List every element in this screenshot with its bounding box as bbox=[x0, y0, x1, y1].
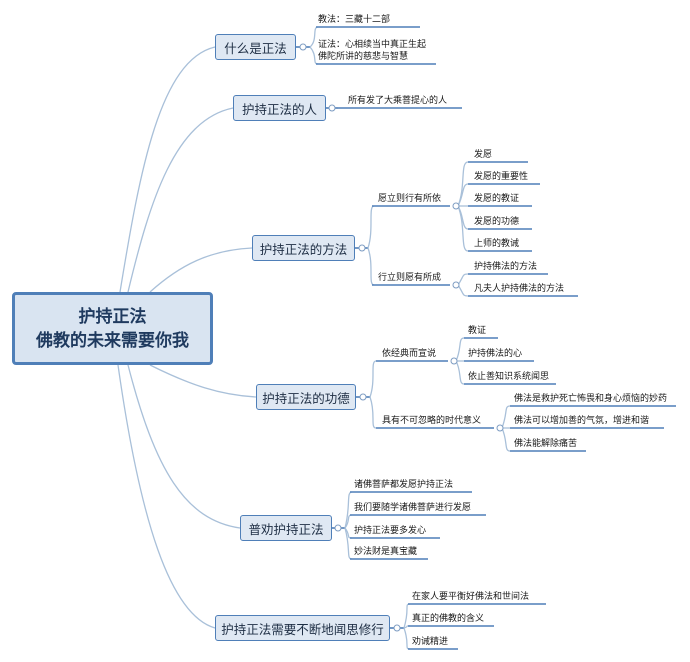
branch-continuous-practice[interactable]: 护持正法需要不断地闻思修行 bbox=[215, 615, 390, 641]
sub-topic[interactable]: 愿立则行有所依 bbox=[378, 194, 442, 204]
leaf-topic[interactable]: 佛法能解除痛苦 bbox=[514, 439, 578, 449]
branch-label: 护持正法需要不断地闻思修行 bbox=[221, 621, 384, 637]
central-topic-line1: 护持正法 bbox=[78, 306, 147, 327]
leaf-topic[interactable]: 发愿的重要性 bbox=[474, 172, 529, 182]
branch-dharma-protectors[interactable]: 护持正法的人 bbox=[233, 95, 326, 121]
sub-topic[interactable]: 具有不可忽略的时代意义 bbox=[382, 416, 482, 426]
branch-label: 护持正法的人 bbox=[241, 101, 317, 117]
leaf-topic[interactable]: 妙法财是真宝藏 bbox=[354, 547, 418, 557]
leaf-topic[interactable]: 护持正法要多发心 bbox=[354, 526, 427, 536]
leaf-topic[interactable]: 凡夫人护持佛法的方法 bbox=[474, 284, 565, 294]
leaf-topic[interactable]: 所有发了大乘菩提心的人 bbox=[348, 96, 448, 106]
leaf-topic[interactable]: 护持佛法的方法 bbox=[474, 262, 538, 272]
leaf-topic[interactable]: 佛法是救护死亡怖畏和身心烦恼的妙药 bbox=[514, 394, 668, 404]
branch-exhortation[interactable]: 普劝护持正法 bbox=[240, 515, 332, 541]
leaf-topic[interactable]: 发愿的教证 bbox=[474, 194, 520, 204]
leaf-topic[interactable]: 佛法可以增加善的气氛，增进和谐 bbox=[514, 416, 650, 426]
central-topic[interactable]: 护持正法 佛教的未来需要你我 bbox=[12, 292, 213, 365]
branch-label: 护持正法的功德 bbox=[262, 390, 350, 406]
leaf-topic[interactable]: 劝诫精进 bbox=[412, 637, 449, 647]
leaf-topic[interactable]: 诸佛菩萨都发愿护持正法 bbox=[354, 480, 454, 490]
branch-label: 什么是正法 bbox=[224, 40, 287, 56]
leaf-topic[interactable]: 真正的佛教的含义 bbox=[412, 614, 485, 624]
branch-merits[interactable]: 护持正法的功德 bbox=[256, 384, 356, 410]
leaf-topic[interactable]: 护持佛法的心 bbox=[468, 349, 523, 359]
leaf-topic[interactable]: 在家人要平衡好佛法和世间法 bbox=[412, 592, 530, 602]
branch-methods[interactable]: 护持正法的方法 bbox=[252, 235, 355, 261]
branch-what-is-dharma[interactable]: 什么是正法 bbox=[215, 34, 296, 60]
sub-topic[interactable]: 行立则愿有所成 bbox=[378, 273, 442, 283]
branch-label: 护持正法的方法 bbox=[259, 241, 348, 257]
leaf-topic[interactable]: 证法：心相续当中真正生起 bbox=[318, 40, 427, 50]
branch-label: 普劝护持正法 bbox=[248, 521, 324, 537]
leaf-topic[interactable]: 发愿的功德 bbox=[474, 217, 520, 227]
leaf-topic[interactable]: 上师的教诫 bbox=[474, 239, 520, 249]
sub-topic[interactable]: 依经典而宣说 bbox=[382, 349, 437, 359]
leaf-topic[interactable]: 发愿 bbox=[474, 150, 493, 160]
central-topic-line2: 佛教的未来需要你我 bbox=[36, 330, 189, 351]
leaf-topic-continued: 佛陀所讲的慈悲与智慧 bbox=[318, 52, 409, 62]
leaf-topic[interactable]: 教法：三藏十二部 bbox=[318, 15, 391, 25]
leaf-topic[interactable]: 我们要随学诸佛菩萨进行发愿 bbox=[354, 503, 472, 513]
leaf-topic[interactable]: 教证 bbox=[468, 326, 487, 336]
leaf-topic[interactable]: 依止善知识系统闻思 bbox=[468, 372, 550, 382]
